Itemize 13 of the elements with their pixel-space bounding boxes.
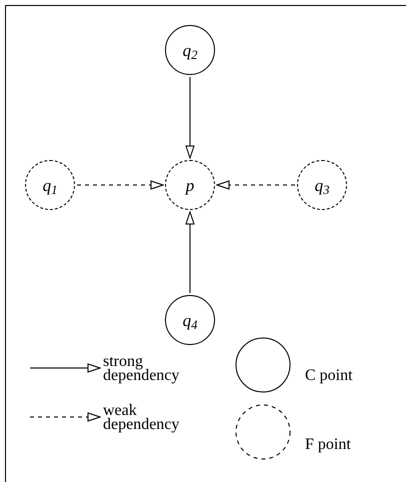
arrow (216, 180, 296, 190)
legend-text: weak dependency (103, 404, 180, 432)
arrow (186, 212, 194, 294)
legend-text: C point (305, 369, 353, 383)
legend-text: F point (305, 438, 351, 452)
point-label: q$_{3}$ (314, 176, 330, 194)
point-label: q$_{4}$ (182, 312, 198, 328)
legend-text: strong dependency (103, 355, 180, 383)
arrow (76, 180, 164, 190)
point-label: q$_{2}$ (182, 42, 198, 58)
point-label: q$_{1}$ (42, 176, 58, 194)
point-label: p (186, 176, 194, 194)
arrow (186, 76, 194, 158)
